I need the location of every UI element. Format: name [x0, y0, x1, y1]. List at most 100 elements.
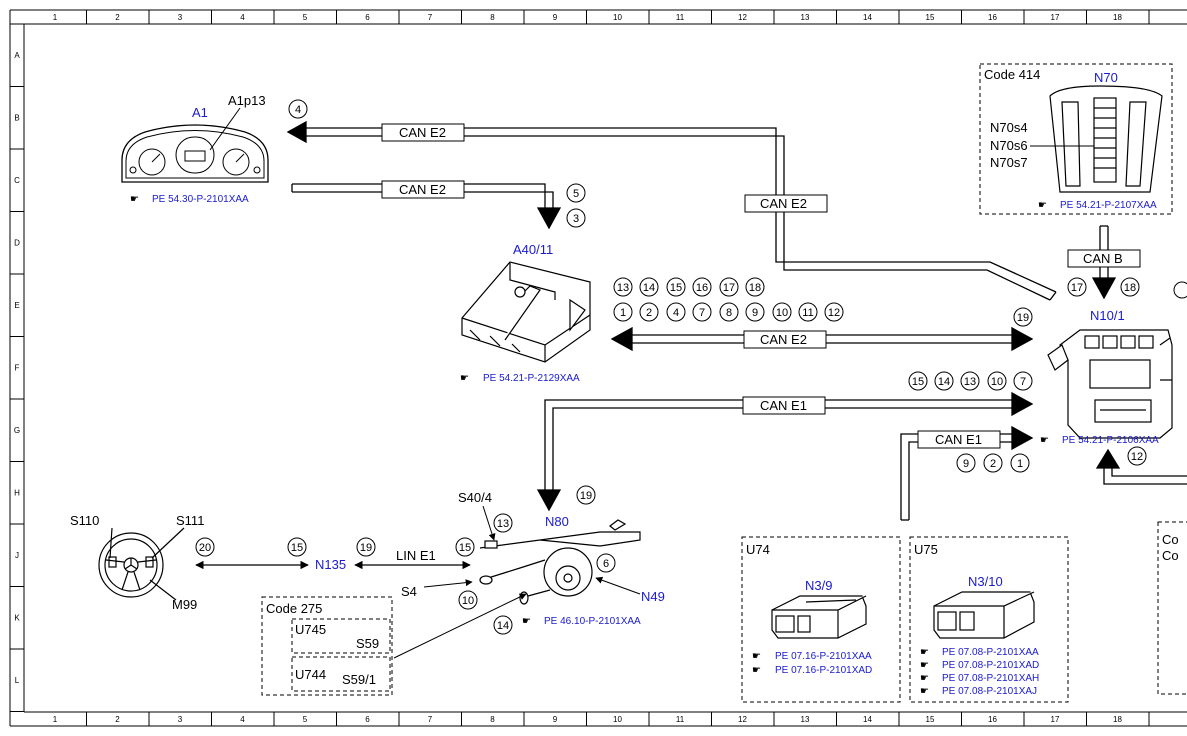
grid-column-label: 10	[613, 13, 622, 22]
component-n10-1[interactable]	[1047, 329, 1173, 439]
component-n3-9[interactable]	[771, 595, 867, 639]
grid-column-label: 2	[115, 715, 120, 724]
u745-box	[291, 618, 391, 654]
grid-column-label: 1	[53, 715, 58, 724]
pin-marker-number: 4	[295, 104, 301, 116]
component-a1[interactable]	[121, 107, 269, 183]
component-n70[interactable]	[1049, 85, 1163, 193]
grid-column-label: 3	[178, 13, 183, 22]
n3-10-reference-1[interactable]: PE 07.08-P-2101XAA	[942, 647, 1039, 658]
reference-icon: ☛	[1040, 435, 1049, 446]
bus-label-lin-e1: LIN E1	[396, 548, 436, 563]
pin-marker-number: 13	[964, 376, 976, 388]
pin-marker-circle	[719, 302, 739, 322]
bus-label-can-e1-a: CAN E1	[760, 398, 807, 413]
can-e1-line-n80	[536, 391, 1034, 512]
pin-marker-circle	[458, 590, 478, 610]
bus-box-can-e1-a	[742, 396, 826, 415]
s111-label: S111	[176, 513, 204, 528]
s4-label: S4	[401, 584, 417, 599]
a40-11-reference[interactable]: PE 54.21-P-2129XAA	[483, 373, 580, 384]
bus-label-can-e2-c: CAN E2	[399, 182, 446, 197]
a1-reference[interactable]: PE 54.30-P-2101XAA	[152, 194, 249, 205]
n3-9-reference-1[interactable]: PE 07.16-P-2101XAA	[775, 651, 872, 662]
pin-marker-circle	[1120, 277, 1140, 297]
s110-label: S110	[70, 513, 99, 528]
n10-1-reference[interactable]: PE 54.21-P-2106XAA	[1062, 435, 1159, 446]
grid-column-label: 9	[553, 715, 558, 724]
grid-frame	[9, 9, 1187, 727]
component-a40-11[interactable]	[461, 261, 591, 363]
pin-marker-number: 13	[497, 518, 509, 530]
reference-icon: ☛	[920, 686, 929, 697]
component-n3-10[interactable]	[933, 591, 1035, 639]
can-e2-line-a40	[291, 183, 562, 230]
grid-column-label: 16	[988, 715, 997, 724]
pin-marker-number: 10	[991, 376, 1003, 388]
pin-marker-circle	[934, 371, 954, 391]
n70s6-label: N70s6	[990, 138, 1028, 153]
pin-marker-number: 13	[617, 282, 629, 294]
grid-column-label: 17	[1051, 13, 1060, 22]
pin-marker-number: 19	[580, 490, 592, 502]
u744-box	[291, 656, 391, 692]
pin-marker-number: 14	[497, 620, 509, 632]
n3-9-reference-2[interactable]: PE 07.16-P-2101XAD	[775, 665, 872, 676]
can-line-right	[1095, 448, 1187, 485]
reference-icon: ☛	[920, 673, 929, 684]
pin-marker-circle	[1013, 307, 1033, 327]
grid-column-label: 16	[988, 13, 997, 22]
grid-column-label: 18	[1113, 715, 1122, 724]
n70s7-label: N70s7	[990, 155, 1028, 170]
pin-marker-number: 2	[646, 307, 652, 319]
edge-label-1: Co	[1162, 532, 1179, 547]
pin-marker-circle	[288, 99, 308, 119]
grid-row-label: B	[14, 114, 19, 123]
u744-label: U744	[295, 667, 326, 682]
edge-box	[1157, 521, 1187, 695]
pin-marker-number: 2	[990, 458, 996, 470]
pin-marker-number: 1	[620, 307, 626, 319]
bus-box-can-e2-a	[381, 123, 465, 142]
n3-10-reference-2[interactable]: PE 07.08-P-2101XAD	[942, 660, 1039, 671]
reference-icon: ☛	[920, 647, 929, 658]
component-steering-wheel[interactable]	[98, 527, 185, 601]
u74-label: U74	[746, 542, 770, 557]
n3-10-reference-4[interactable]: PE 07.08-P-2101XAJ	[942, 686, 1037, 697]
pin-marker-circle	[1067, 277, 1087, 297]
bus-box-can-e1-b	[917, 430, 1001, 449]
grid-column-label: 1	[53, 13, 58, 22]
grid-column-labels: 1122334455667788991010111112121313141415…	[53, 10, 1150, 726]
u74-box	[741, 536, 901, 703]
grid-column-label: 8	[490, 715, 495, 724]
grid-row-label: J	[15, 551, 19, 560]
pin-marker-circle	[1127, 446, 1147, 466]
grid-column-label: 17	[1051, 715, 1060, 724]
grid-column-label: 4	[240, 13, 245, 22]
pin-marker-circle	[692, 277, 712, 297]
grid-row-label: F	[15, 364, 20, 373]
u75-label: U75	[914, 542, 938, 557]
reference-icon: ☛	[522, 616, 531, 627]
n49-leader	[595, 576, 641, 595]
reference-icon: ☛	[1038, 200, 1047, 211]
component-n80[interactable]	[479, 519, 641, 605]
n3-10-reference-3[interactable]: PE 07.08-P-2101XAH	[942, 673, 1039, 684]
pin-marker-number: 18	[1124, 282, 1136, 294]
pin-marker-circle	[956, 453, 976, 473]
pin-marker-number: 8	[726, 307, 732, 319]
pin-marker-circle	[666, 277, 686, 297]
can-e2-line-top	[286, 120, 1057, 301]
grid-column-label: 5	[303, 715, 308, 724]
grid-column-label: 13	[801, 715, 810, 724]
grid-column-label: 18	[1113, 13, 1122, 22]
pin-marker-number: 18	[749, 282, 761, 294]
n70s4-label: N70s4	[990, 120, 1028, 135]
grid-column-label: 12	[738, 13, 747, 22]
n80-reference[interactable]: PE 46.10-P-2101XAA	[544, 616, 641, 627]
pin-marker-circle	[455, 537, 475, 557]
n70-reference[interactable]: PE 54.21-P-2107XAA	[1060, 200, 1157, 211]
pin-marker-number: 10	[462, 595, 474, 607]
